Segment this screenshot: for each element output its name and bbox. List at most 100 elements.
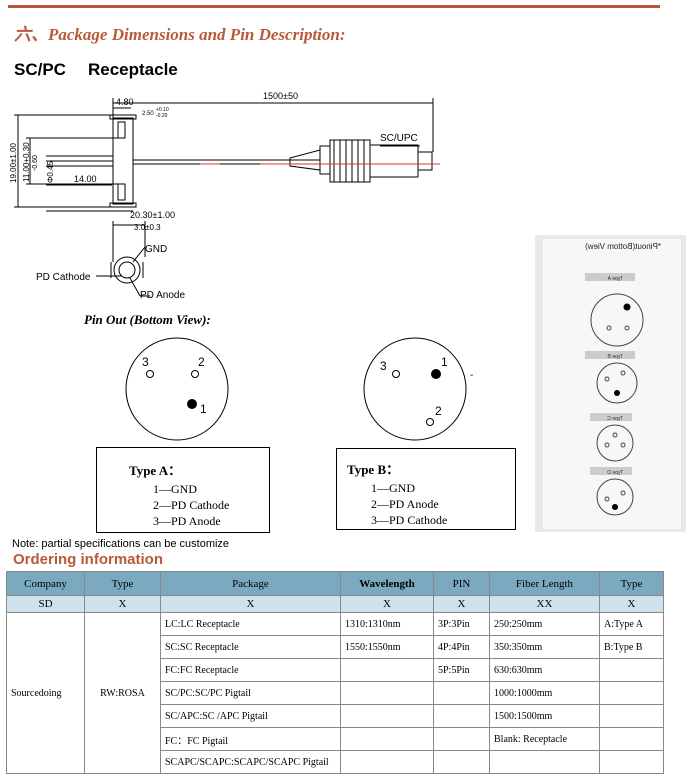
type-a-line: 3—PD Anode <box>153 514 221 528</box>
col-type: Type <box>84 571 161 596</box>
type-a-legend: Type A： 1—GND 2—PD Cathode 3—PD Anode <box>96 447 270 533</box>
table-cell: XX <box>489 595 600 613</box>
col-company: Company <box>6 571 85 596</box>
table-cell: LC:LC Receptacle <box>160 612 341 636</box>
table-header: Company Type Package Wavelength PIN Fibe… <box>6 571 664 596</box>
table-cell: 630:630mm <box>489 658 600 682</box>
section-title-text: Package Dimensions and Pin Description: <box>48 25 346 44</box>
type-cell: RW:ROSA <box>84 612 161 774</box>
type-a-pin3: 3 <box>142 355 149 369</box>
table-row: FC：FC Pigtail Blank: Receptacle <box>7 727 664 751</box>
company-cell: Sourcedoing <box>6 612 85 774</box>
table-cell: X <box>340 595 434 613</box>
table-cell: SC/APC:SC /APC Pigtail <box>160 704 341 728</box>
table-cell: 1310:1310nm <box>340 612 434 636</box>
pinout-title: Pin Out (Bottom View): <box>84 312 211 327</box>
table-cell <box>340 727 434 751</box>
label-pd-anode: PD Anode <box>140 290 185 301</box>
dim-250: 2.50 <box>142 111 154 117</box>
table-cell: 1000:1000mm <box>489 681 600 705</box>
col-pin: PIN <box>433 571 490 596</box>
table-cell: X <box>433 595 490 613</box>
dim-length: 1500±50 <box>263 91 298 101</box>
dim-1900: 19.00±1.00 <box>9 142 18 183</box>
product-title: SC/PC Receptacle <box>14 60 200 80</box>
table-cell <box>599 704 664 728</box>
table-cell <box>433 704 490 728</box>
product-model: SC/PC <box>14 60 66 79</box>
col-wavelength: Wavelength <box>340 571 434 596</box>
package-drawing: 1500±50 4.80 2.50 +0.10 -0.20 SC/UPC 14.… <box>9 91 440 301</box>
type-a-line: 2—PD Cathode <box>153 498 230 512</box>
dim-480: 4.80 <box>116 97 134 107</box>
table-cell <box>599 750 664 774</box>
table-cell <box>433 727 490 751</box>
col-fiber-length: Fiber Length <box>489 571 600 596</box>
table-cell: SCAPC/SCAPC:SCAPC/SCAPC Pigtail <box>160 750 341 774</box>
ordering-table: Company Type Package Wavelength PIN Fibe… <box>6 571 664 774</box>
type-b-dash: - <box>470 370 473 381</box>
dim-30: 3.0±0.3 <box>134 223 161 232</box>
table-cell: 1550:1550nm <box>340 635 434 659</box>
photo-label: Type A <box>607 276 623 282</box>
table-cell <box>599 658 664 682</box>
table-cell: SC/PC:SC/PC Pigtail <box>160 681 341 705</box>
type-b-line: 1—GND <box>371 481 415 495</box>
table-cell: SD <box>6 595 85 613</box>
type-b-pin3: 3 <box>380 359 387 373</box>
table-cell <box>599 681 664 705</box>
type-b-pinout: 3 1 2 - <box>363 337 473 441</box>
photo-label: Type B <box>607 354 623 360</box>
type-b-pin1: 1 <box>441 355 448 369</box>
label-pd-cathode: PD Cathode <box>36 272 91 283</box>
col-package: Package <box>160 571 341 596</box>
table-cell: 4P:4Pin <box>433 635 490 659</box>
photo-label: Type C <box>607 416 623 422</box>
photo-label: Type D <box>607 470 623 476</box>
table-cell <box>340 704 434 728</box>
product-kind: Receptacle <box>87 60 178 79</box>
connector-label: SC/UPC <box>380 133 418 144</box>
table-cell: X <box>599 595 664 613</box>
type-a-pinout: 3 2 1 <box>125 337 229 441</box>
table-cell: 5P:5Pin <box>433 658 490 682</box>
table-cell: X <box>84 595 161 613</box>
type-a-line: 1—GND <box>153 482 197 496</box>
type-b-title: Type B： <box>347 462 400 477</box>
table-code-row: SD X X X X XX X <box>6 595 664 613</box>
table-cell <box>340 681 434 705</box>
table-cell: FC：FC Pigtail <box>160 727 341 751</box>
type-b-line: 2—PD Anode <box>371 497 439 511</box>
note: Note: partial specifications can be cust… <box>12 538 230 550</box>
table-cell: B:Type B <box>599 635 664 659</box>
dim-tol-minus: -0.20 <box>156 113 168 119</box>
type-a-title: Type A： <box>129 463 182 478</box>
pinout-photo: *Pinout(Bottom View) Type A Type B Type … <box>535 235 686 532</box>
table-cell: 350:350mm <box>489 635 600 659</box>
table-cell <box>433 681 490 705</box>
type-a-pin2: 2 <box>198 355 205 369</box>
ordering-title: Ordering information <box>13 551 163 568</box>
dim-tol-plus: +0.10 <box>156 107 169 113</box>
table-row: SCAPC/SCAPC:SCAPC/SCAPC Pigtail <box>7 750 664 774</box>
table-cell: X <box>160 595 341 613</box>
table-cell: 3P:3Pin <box>433 612 490 636</box>
table-cell: 250:250mm <box>489 612 600 636</box>
table-cell: 1500:1500mm <box>489 704 600 728</box>
table-cell: FC:FC Receptacle <box>160 658 341 682</box>
table-cell <box>599 727 664 751</box>
photo-header: *Pinout(Bottom View) <box>585 242 661 251</box>
type-b-pin2: 2 <box>435 404 442 418</box>
section-number: 六、 <box>14 25 48 44</box>
type-b-legend: Type B： 1—GND 2—PD Anode 3—PD Cathode <box>336 448 516 530</box>
label-gnd: GND <box>145 244 167 255</box>
table-cell <box>340 750 434 774</box>
table-cell <box>489 750 600 774</box>
table-cell <box>340 658 434 682</box>
dim-045: Φ0.45 <box>46 160 55 183</box>
type-b-line: 3—PD Cathode <box>371 513 448 527</box>
section-title: 六、Package Dimensions and Pin Description… <box>14 20 346 45</box>
table-cell: SC:SC Receptacle <box>160 635 341 659</box>
dim-1100: 11.00+0.30 <box>22 142 31 182</box>
type-a-pin1: 1 <box>200 402 207 416</box>
